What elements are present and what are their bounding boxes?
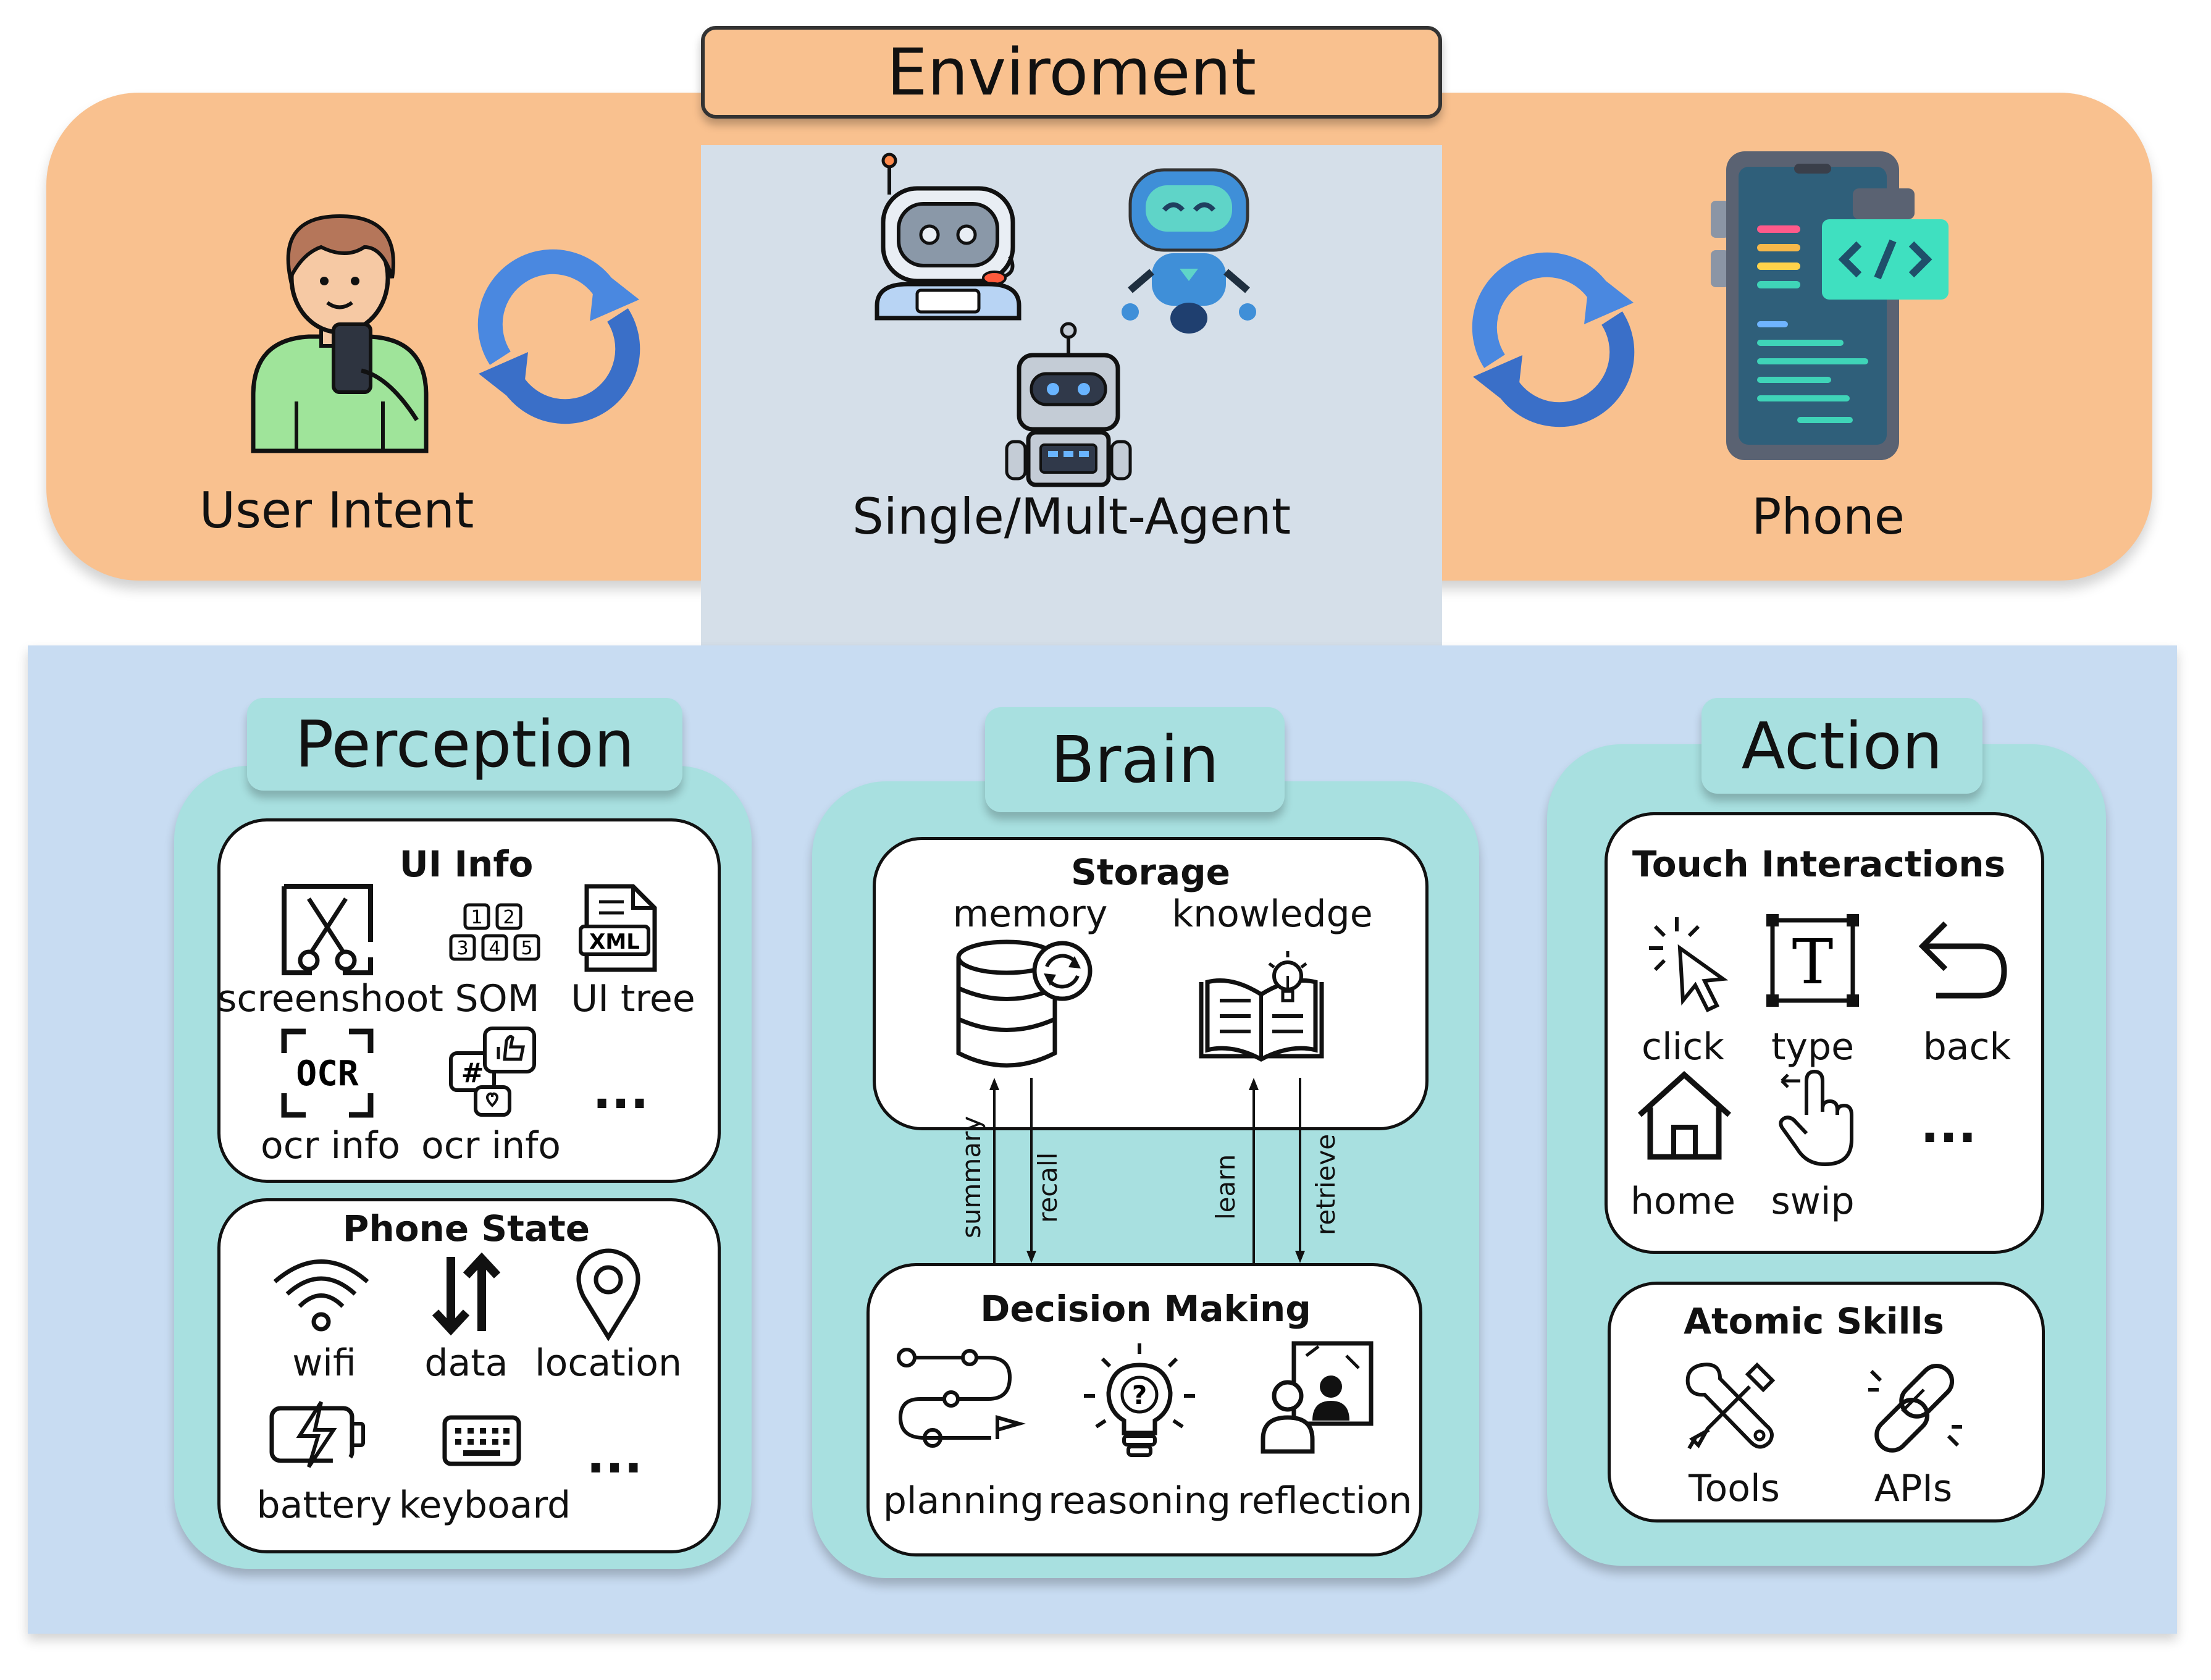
atomic-heading: Atomic Skills [1684,1300,1944,1342]
swipe-hand-icon [1779,1069,1853,1167]
location-pin-icon [576,1248,640,1342]
phone-state-item-keyboard: keyboard [398,1484,571,1527]
phone-state-heading: Phone State [342,1208,590,1250]
back-arrow-icon [1918,921,2007,999]
storage-heading: Storage [1071,851,1230,893]
som-number-1: 1 [471,907,482,928]
reasoning-bulb-icon: ? [1084,1343,1195,1457]
decision-item-reasoning: reasoning [1048,1479,1231,1522]
touch-item-back: back [1923,1025,2012,1069]
som-number-3: 3 [456,938,468,959]
data-arrows-icon [432,1252,501,1336]
arrow-label-retrieve: retrieve [1311,1133,1341,1235]
storage-memory-label: memory [952,892,1108,936]
phone-label: Phone [1752,488,1905,545]
phone-code-icon [1711,151,1949,460]
tools-wrench-screwdriver-icon [1685,1362,1776,1450]
atomic-item-tools: Tools [1689,1467,1780,1510]
atomic-skills-card [1608,1282,2045,1522]
knowledge-book-icon [1199,951,1324,1062]
touch-interactions-card [1605,812,2044,1254]
brain-title: Brain [985,707,1285,812]
robot-blue-icon [1122,168,1256,334]
xml-text: XML [589,930,640,954]
ocr-text: OCR [296,1054,358,1094]
arrow-label-recall: recall [1033,1152,1063,1223]
storage-decision-arrows [989,1078,1305,1263]
phone-state-item-battery: battery [256,1484,392,1527]
arrow-label-summary: summary [956,1115,986,1238]
phone-state-card [217,1198,721,1553]
sync-icon-right [1472,252,1635,427]
som-number-5: 5 [521,938,532,959]
ui-info-item-som: SOM [455,977,540,1020]
som-icon: 1 2 3 4 5 [449,903,540,961]
touch-more: ... [1920,1096,1977,1154]
ui-info-item-ocr-info-2: ocr info [421,1124,561,1167]
environment-title: Enviroment [701,26,1442,119]
decision-item-reflection: reflection [1237,1479,1412,1522]
touch-item-home: home [1630,1180,1736,1223]
touch-item-swip: swip [1771,1180,1855,1223]
phone-state-item-wifi: wifi [292,1342,356,1385]
type-glyph: T [1792,926,1834,998]
som-number-4: 4 [489,938,500,959]
storage-card [873,837,1429,1130]
type-text-icon: T [1766,914,1859,1007]
phone-state-item-data: data [424,1342,508,1385]
wifi-icon [273,1259,369,1332]
atomic-item-apis: APIs [1874,1467,1953,1510]
touch-item-type: type [1771,1025,1855,1069]
ui-info-item-ui-tree: UI tree [571,977,695,1020]
agent-label: Single/Mult-Agent [852,488,1291,545]
phone-state-item-location: location [534,1342,682,1385]
ui-info-heading: UI Info [399,843,534,885]
battery-charging-icon [269,1401,365,1468]
arrow-label-learn: learn [1210,1154,1241,1220]
reflection-teacher-icon [1261,1341,1374,1454]
screenshot-icon [282,884,373,975]
robot-gray-icon [1005,322,1132,487]
action-title: Action [1701,698,1982,794]
planning-route-icon [897,1348,1026,1448]
user-icon [251,214,429,453]
touch-item-click: click [1641,1025,1725,1069]
phone-state-more: ... [586,1427,643,1484]
ocr-icon: OCR [281,1028,374,1118]
storage-knowledge-label: knowledge [1172,892,1373,936]
social-tags-icon: # [449,1027,536,1117]
ui-info-more: ... [592,1062,649,1120]
keyboard-icon [442,1415,521,1466]
perception-title: Perception [247,698,682,791]
sync-icon-left [477,249,640,424]
ui-info-item-ocr-info-1: ocr info [261,1124,400,1167]
memory-database-icon [956,939,1093,1068]
decision-item-planning: planning [883,1479,1044,1522]
api-link-icon [1868,1363,1962,1453]
touch-heading: Touch Interactions [1632,843,2006,885]
user-intent-label: User Intent [199,482,474,539]
som-number-2: 2 [503,907,514,928]
svg-text:?: ? [1132,1380,1147,1410]
xml-file-icon: XML [579,884,657,972]
ui-info-item-screenshot: screenshoot [217,977,443,1020]
home-icon [1637,1070,1731,1160]
decision-heading: Decision Making [980,1288,1311,1330]
ui-info-card [217,818,721,1183]
svg-text:#: # [461,1057,484,1089]
click-cursor-icon [1649,917,1729,1012]
robot-headset-icon [875,153,1022,321]
